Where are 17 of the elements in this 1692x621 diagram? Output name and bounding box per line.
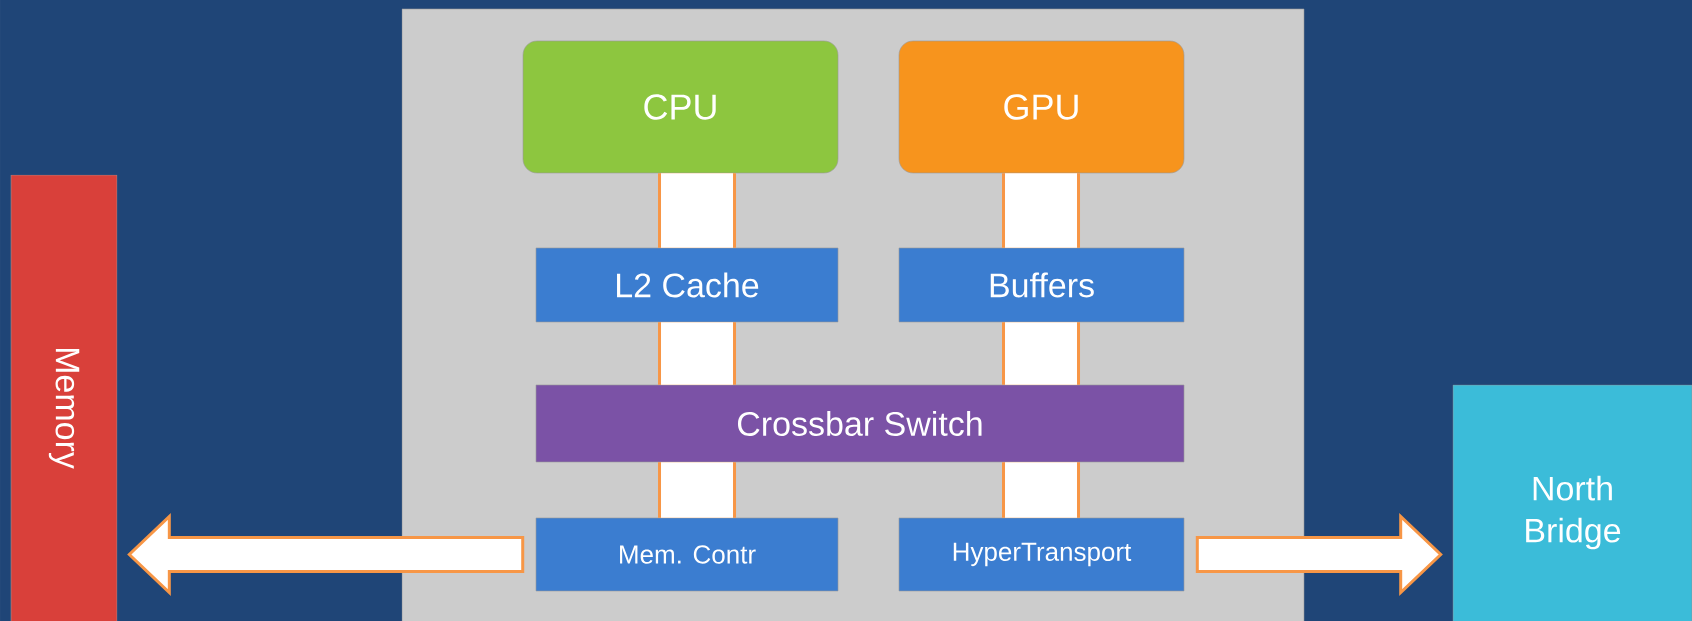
connector-bar [658, 173, 736, 248]
connector-bar [1002, 173, 1080, 248]
processor-box: GPU [898, 40, 1185, 174]
connector-bar [1002, 462, 1080, 518]
bridge-box: North Bridge [1452, 384, 1692, 621]
block-arrow [1195, 513, 1443, 596]
component-box: Buffers [898, 247, 1185, 323]
component-box: HyperTransport [898, 517, 1185, 592]
connector-bar [1002, 322, 1080, 385]
component-box: Mem. Contr [535, 517, 839, 592]
processor-box: CPU [522, 40, 839, 174]
connector-bar [658, 322, 736, 385]
switch-bar: Crossbar Switch [535, 384, 1185, 463]
connector-bar [658, 462, 736, 518]
block-arrow [127, 513, 525, 596]
component-box: L2 Cache [535, 247, 839, 323]
memory-bar: Memory [10, 174, 118, 621]
